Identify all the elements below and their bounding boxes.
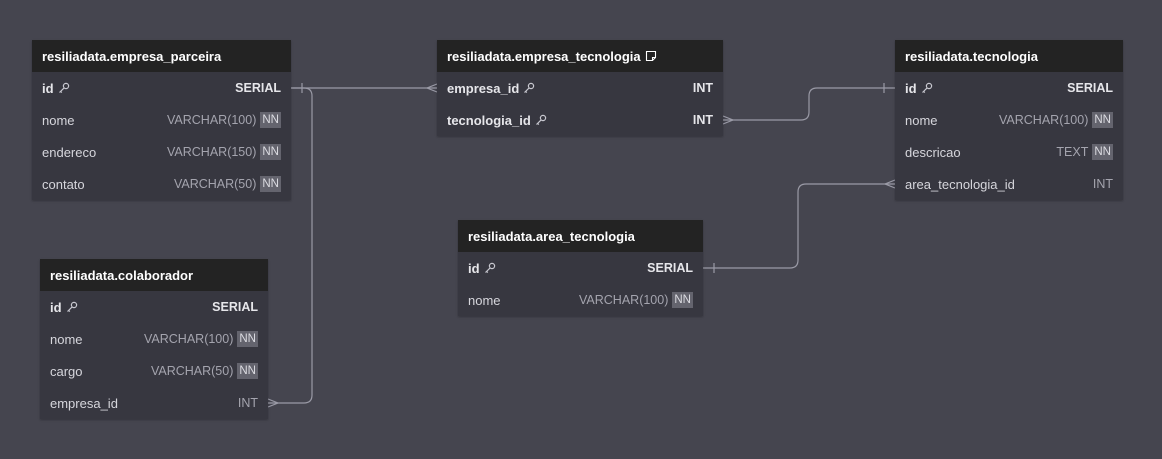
edge-area-tecnologia-to-tecnologia[interactable] bbox=[703, 183, 895, 269]
edge-many-marker bbox=[267, 398, 280, 408]
not-null-badge: NN bbox=[237, 331, 258, 347]
table-colaborador[interactable]: resiliadata.colaborador id SERIAL nome V… bbox=[40, 259, 268, 419]
table-title[interactable]: resiliadata.empresa_parceira bbox=[32, 40, 291, 72]
field-type: INT bbox=[692, 113, 713, 127]
field-type: VARCHAR(100) bbox=[167, 113, 257, 127]
table-empresa-parceira[interactable]: resiliadata.empresa_parceira id SERIAL n… bbox=[32, 40, 291, 200]
table-title[interactable]: resiliadata.colaborador bbox=[40, 259, 268, 291]
field-type: VARCHAR(100) bbox=[579, 293, 669, 307]
field-name: nome bbox=[468, 292, 501, 308]
not-null-badge: NN bbox=[260, 176, 281, 192]
field-row-id[interactable]: id SERIAL bbox=[40, 291, 268, 323]
field-type: TEXT bbox=[1056, 145, 1089, 159]
field-name: id bbox=[905, 80, 917, 96]
field-row-nome[interactable]: nome VARCHAR(100)NN bbox=[895, 104, 1123, 136]
field-name: empresa_id bbox=[50, 395, 118, 411]
field-row-nome[interactable]: nome VARCHAR(100)NN bbox=[32, 104, 291, 136]
key-icon bbox=[58, 82, 70, 94]
field-row-empresa-id[interactable]: empresa_id INT bbox=[437, 72, 723, 104]
field-name: nome bbox=[50, 331, 83, 347]
key-icon bbox=[484, 262, 496, 274]
table-title[interactable]: resiliadata.tecnologia bbox=[895, 40, 1123, 72]
field-type: VARCHAR(150) bbox=[167, 145, 257, 159]
not-null-badge: NN bbox=[260, 112, 281, 128]
field-name: nome bbox=[905, 112, 938, 128]
field-type: SERIAL bbox=[212, 300, 258, 314]
field-name: area_tecnologia_id bbox=[905, 176, 1015, 192]
field-row-nome[interactable]: nome VARCHAR(100)NN bbox=[458, 284, 703, 316]
field-name: contato bbox=[42, 176, 85, 192]
edge-many-marker bbox=[722, 115, 735, 125]
edge-many-marker bbox=[883, 179, 896, 189]
note-icon[interactable] bbox=[645, 50, 657, 62]
field-type: VARCHAR(50) bbox=[173, 177, 257, 191]
field-row-nome[interactable]: nome VARCHAR(100)NN bbox=[40, 323, 268, 355]
table-title[interactable]: resiliadata.area_tecnologia bbox=[458, 220, 703, 252]
field-type: INT bbox=[1092, 177, 1113, 191]
field-row-tecnologia-id[interactable]: tecnologia_id INT bbox=[437, 104, 723, 136]
not-null-badge: NN bbox=[672, 292, 693, 308]
field-name: tecnologia_id bbox=[447, 112, 531, 128]
field-row-cargo[interactable]: cargo VARCHAR(50)NN bbox=[40, 355, 268, 387]
field-row-id[interactable]: id SERIAL bbox=[895, 72, 1123, 104]
not-null-badge: NN bbox=[1092, 112, 1113, 128]
key-icon bbox=[523, 82, 535, 94]
field-type: VARCHAR(50) bbox=[150, 364, 234, 378]
key-icon bbox=[921, 82, 933, 94]
field-name: endereco bbox=[42, 144, 97, 160]
edge-tecnologia-to-empresa-tecnologia[interactable] bbox=[723, 87, 895, 121]
field-row-id[interactable]: id SERIAL bbox=[32, 72, 291, 104]
field-name: id bbox=[42, 80, 54, 96]
field-name: id bbox=[468, 260, 480, 276]
field-type: SERIAL bbox=[1067, 81, 1113, 95]
field-row-endereco[interactable]: endereco VARCHAR(150)NN bbox=[32, 136, 291, 168]
field-type: VARCHAR(100) bbox=[144, 332, 234, 346]
field-row-empresa-id[interactable]: empresa_id INT bbox=[40, 387, 268, 419]
field-type: INT bbox=[237, 396, 258, 410]
key-icon bbox=[535, 114, 547, 126]
table-tecnologia[interactable]: resiliadata.tecnologia id SERIAL nome VA… bbox=[895, 40, 1123, 200]
field-name: descricao bbox=[905, 144, 961, 160]
field-type: SERIAL bbox=[647, 261, 693, 275]
edge-many-marker bbox=[425, 83, 438, 93]
field-name: empresa_id bbox=[447, 80, 520, 96]
field-name: id bbox=[50, 299, 62, 315]
field-row-contato[interactable]: contato VARCHAR(50)NN bbox=[32, 168, 291, 200]
not-null-badge: NN bbox=[237, 363, 258, 379]
key-icon bbox=[66, 301, 78, 313]
field-type: SERIAL bbox=[235, 81, 281, 95]
table-title-row[interactable]: resiliadata.empresa_tecnologia bbox=[437, 40, 723, 72]
not-null-badge: NN bbox=[260, 144, 281, 160]
field-type: INT bbox=[692, 81, 713, 95]
field-name: cargo bbox=[50, 363, 83, 379]
field-row-area-tecnologia-id[interactable]: area_tecnologia_id INT bbox=[895, 168, 1123, 200]
field-row-id[interactable]: id SERIAL bbox=[458, 252, 703, 284]
table-empresa-tecnologia[interactable]: resiliadata.empresa_tecnologia empresa_i… bbox=[437, 40, 723, 136]
table-title: resiliadata.empresa_tecnologia bbox=[447, 48, 641, 64]
field-name: nome bbox=[42, 112, 75, 128]
field-type: VARCHAR(100) bbox=[999, 113, 1089, 127]
table-area-tecnologia[interactable]: resiliadata.area_tecnologia id SERIAL no… bbox=[458, 220, 703, 316]
not-null-badge: NN bbox=[1092, 144, 1113, 160]
